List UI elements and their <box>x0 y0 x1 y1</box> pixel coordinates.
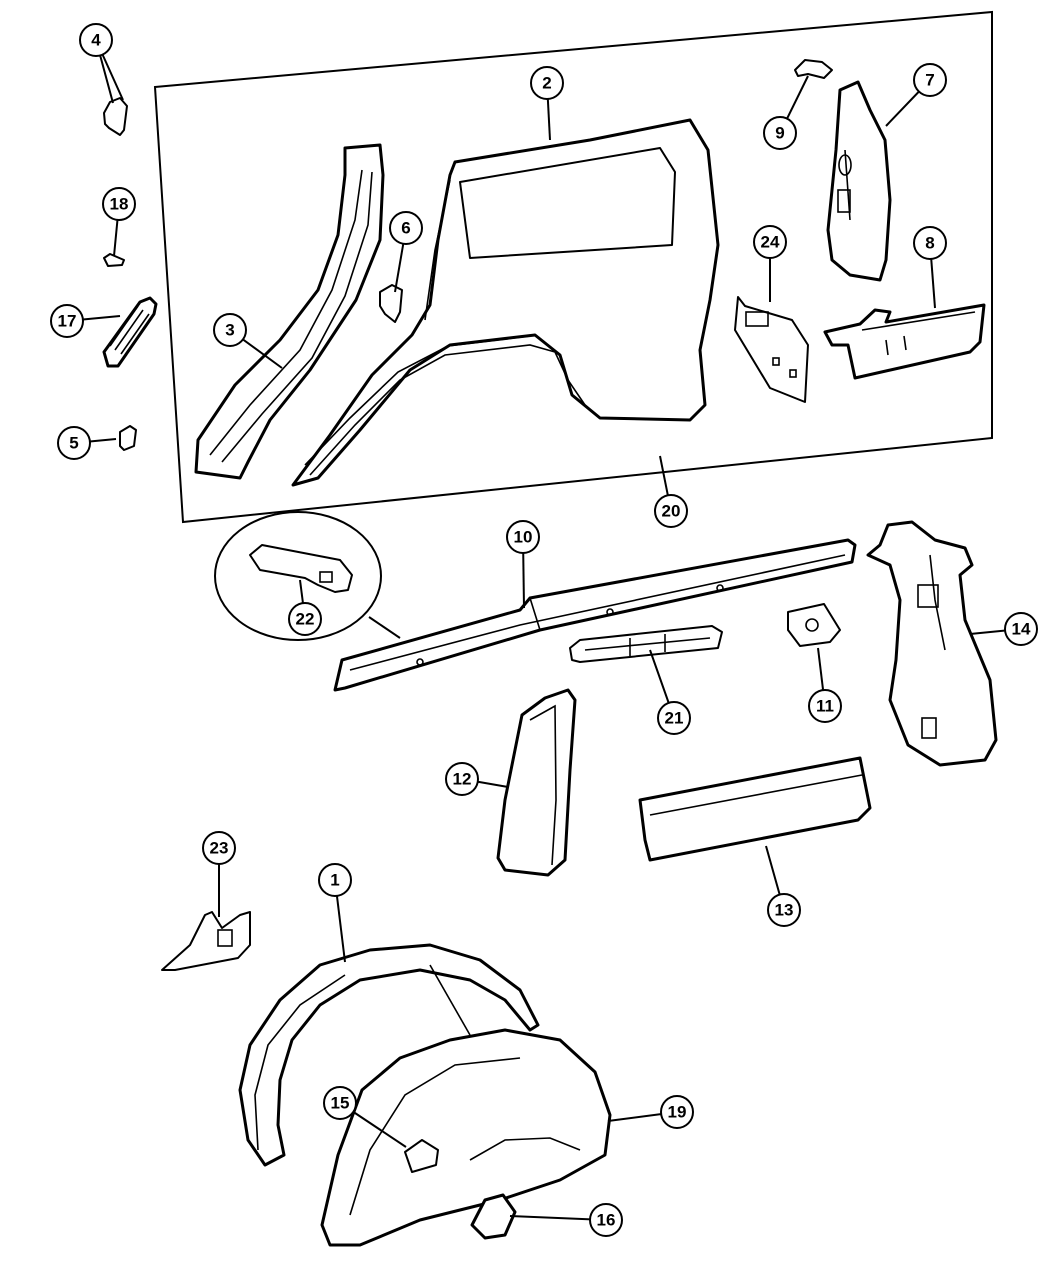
part-12-trim <box>496 688 577 877</box>
callout-9: 9 <box>763 116 797 150</box>
callout-23: 23 <box>202 831 236 865</box>
callout-2: 2 <box>530 66 564 100</box>
svg-text:19: 19 <box>668 1103 687 1122</box>
part-21-channel <box>569 625 723 663</box>
part-16-cap <box>470 1193 517 1240</box>
part-22-inset <box>214 511 382 641</box>
part-2-quarter-panel <box>291 118 720 487</box>
callout-13: 13 <box>767 893 801 927</box>
part-24-plate <box>734 296 809 403</box>
callout-6: 6 <box>389 211 423 245</box>
part-17-vent <box>102 296 158 368</box>
part-1-wheelhouse <box>238 943 540 1167</box>
part-9-clip <box>794 59 833 79</box>
callout-17: 17 <box>50 304 84 338</box>
callout-19: 19 <box>660 1095 694 1129</box>
svg-text:16: 16 <box>597 1211 616 1230</box>
svg-text:21: 21 <box>665 709 684 728</box>
callout-11: 11 <box>808 689 842 723</box>
svg-text:7: 7 <box>925 71 934 90</box>
svg-text:20: 20 <box>662 502 681 521</box>
callout-21: 21 <box>657 701 691 735</box>
callout-14: 14 <box>1004 612 1038 646</box>
part-13-panel <box>638 756 872 862</box>
svg-text:10: 10 <box>514 528 533 547</box>
part-19-inner-wheelhouse <box>320 1028 612 1247</box>
svg-text:4: 4 <box>91 31 101 50</box>
part-4-clip <box>103 97 128 136</box>
part-15-patch <box>404 1139 439 1173</box>
part-6-bracket <box>379 284 403 323</box>
part-10-rocker-rail <box>333 538 857 692</box>
svg-text:9: 9 <box>775 124 784 143</box>
part-5-clip <box>119 425 137 451</box>
callout-15: 15 <box>323 1086 357 1120</box>
svg-text:8: 8 <box>925 234 934 253</box>
svg-text:11: 11 <box>816 697 834 716</box>
svg-text:12: 12 <box>453 770 472 789</box>
callout-18: 18 <box>102 187 136 221</box>
svg-text:5: 5 <box>69 434 78 453</box>
part-7-bracket <box>826 80 892 282</box>
svg-text:13: 13 <box>775 901 794 920</box>
svg-text:17: 17 <box>58 312 77 331</box>
part-14-pillar <box>866 520 998 767</box>
callout-24: 24 <box>753 225 787 259</box>
part-8-sill-bracket <box>823 303 986 380</box>
callout-4: 4 <box>79 23 113 57</box>
callout-7: 7 <box>913 63 947 97</box>
svg-text:6: 6 <box>401 219 410 238</box>
svg-text:18: 18 <box>110 195 129 214</box>
svg-text:24: 24 <box>761 233 780 252</box>
svg-text:3: 3 <box>225 321 234 340</box>
svg-text:23: 23 <box>210 839 229 858</box>
callout-12: 12 <box>445 762 479 796</box>
part-18-bolt <box>103 253 125 267</box>
svg-text:22: 22 <box>296 610 315 629</box>
svg-text:15: 15 <box>331 1094 350 1113</box>
part-11-pad <box>787 603 841 647</box>
callout-22: 22 <box>288 602 322 636</box>
svg-text:1: 1 <box>330 871 339 890</box>
callout-3: 3 <box>213 313 247 347</box>
part-23-bracket <box>161 911 251 971</box>
svg-text:14: 14 <box>1012 620 1031 639</box>
callout-8: 8 <box>913 226 947 260</box>
callout-1: 1 <box>318 863 352 897</box>
callout-10: 10 <box>506 520 540 554</box>
svg-text:2: 2 <box>542 74 551 93</box>
callout-16: 16 <box>589 1203 623 1237</box>
callout-20: 20 <box>654 494 688 528</box>
callout-5: 5 <box>57 426 91 460</box>
